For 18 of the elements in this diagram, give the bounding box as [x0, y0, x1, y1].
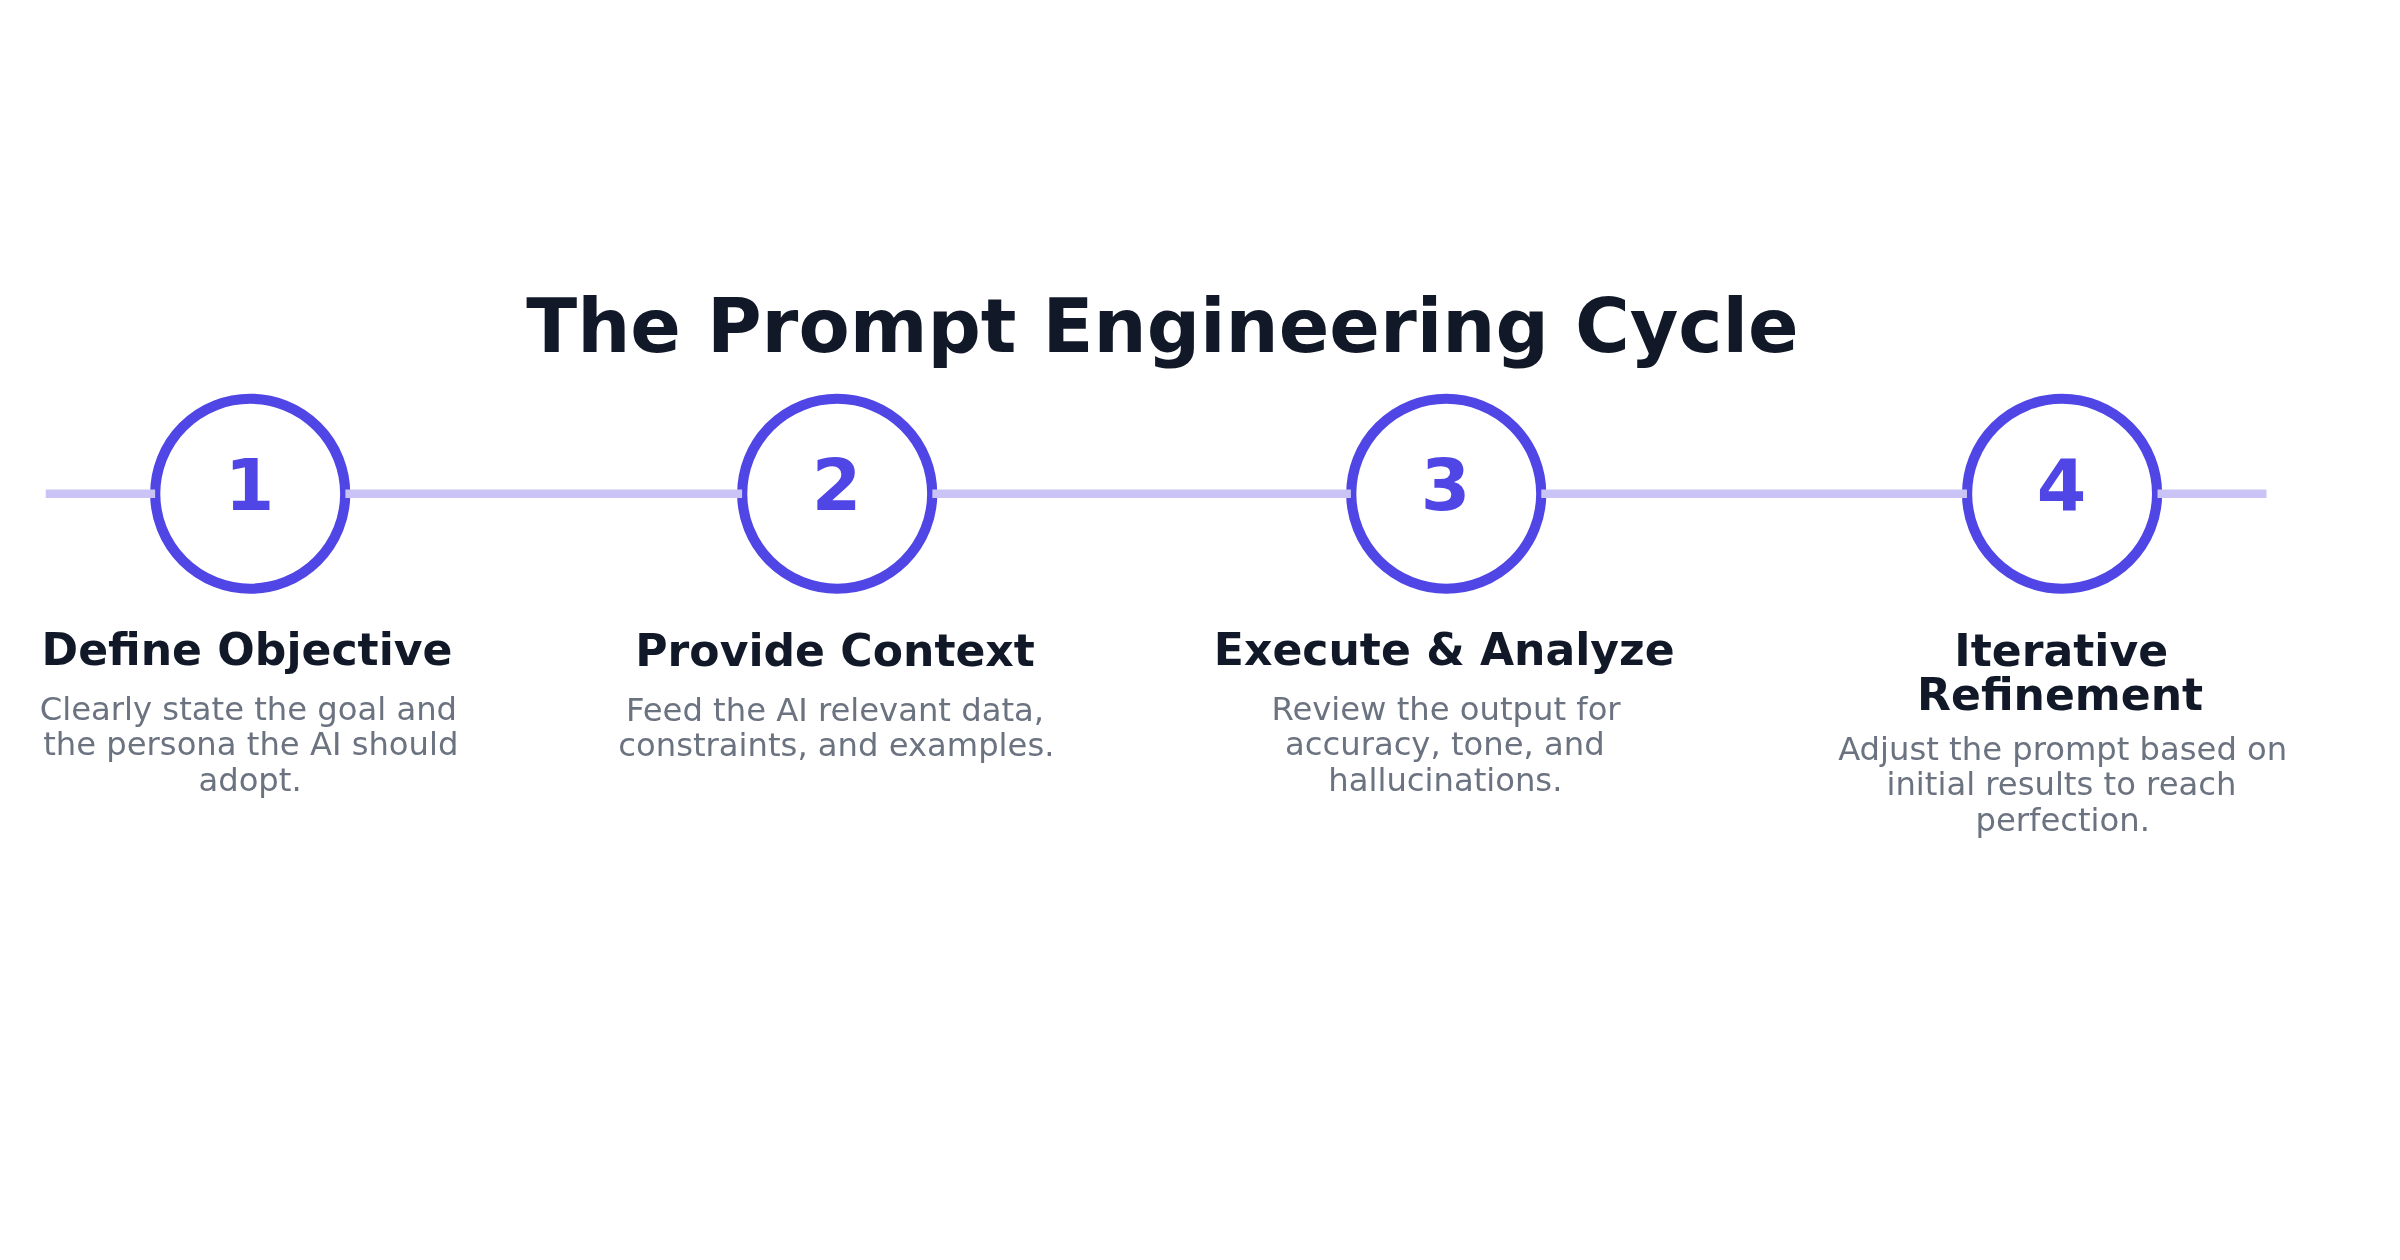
node-label: Review the output for accuracy, tone, and hallucinations.: [1271, 689, 1621, 799]
node-label: Execute & Analyze: [1213, 623, 1675, 675]
node-label: Feed the AI relevant data, constraints, and examples.: [618, 690, 1055, 764]
node-label: Define Objective: [41, 623, 453, 675]
node-circle: 2: [737, 393, 938, 594]
node-label: Iterative Refinement: [1917, 624, 2204, 720]
connector: [1541, 489, 1967, 498]
connector: [345, 489, 743, 498]
node-label: Adjust the prompt based on initial results to reach perfection.: [1838, 729, 2288, 839]
connector: [2157, 489, 2267, 498]
connector: [932, 489, 1351, 498]
node-label: Provide Context: [635, 624, 1035, 676]
node-circle: 3: [1346, 393, 1547, 594]
node-circle: 4: [1962, 393, 2163, 594]
diagram-title: The Prompt Engineering Cycle: [526, 282, 1799, 370]
connector: [45, 489, 156, 498]
node-circle: 1: [150, 393, 351, 594]
node-label: Clearly state the goal and the persona the AI should adopt.: [39, 689, 459, 799]
